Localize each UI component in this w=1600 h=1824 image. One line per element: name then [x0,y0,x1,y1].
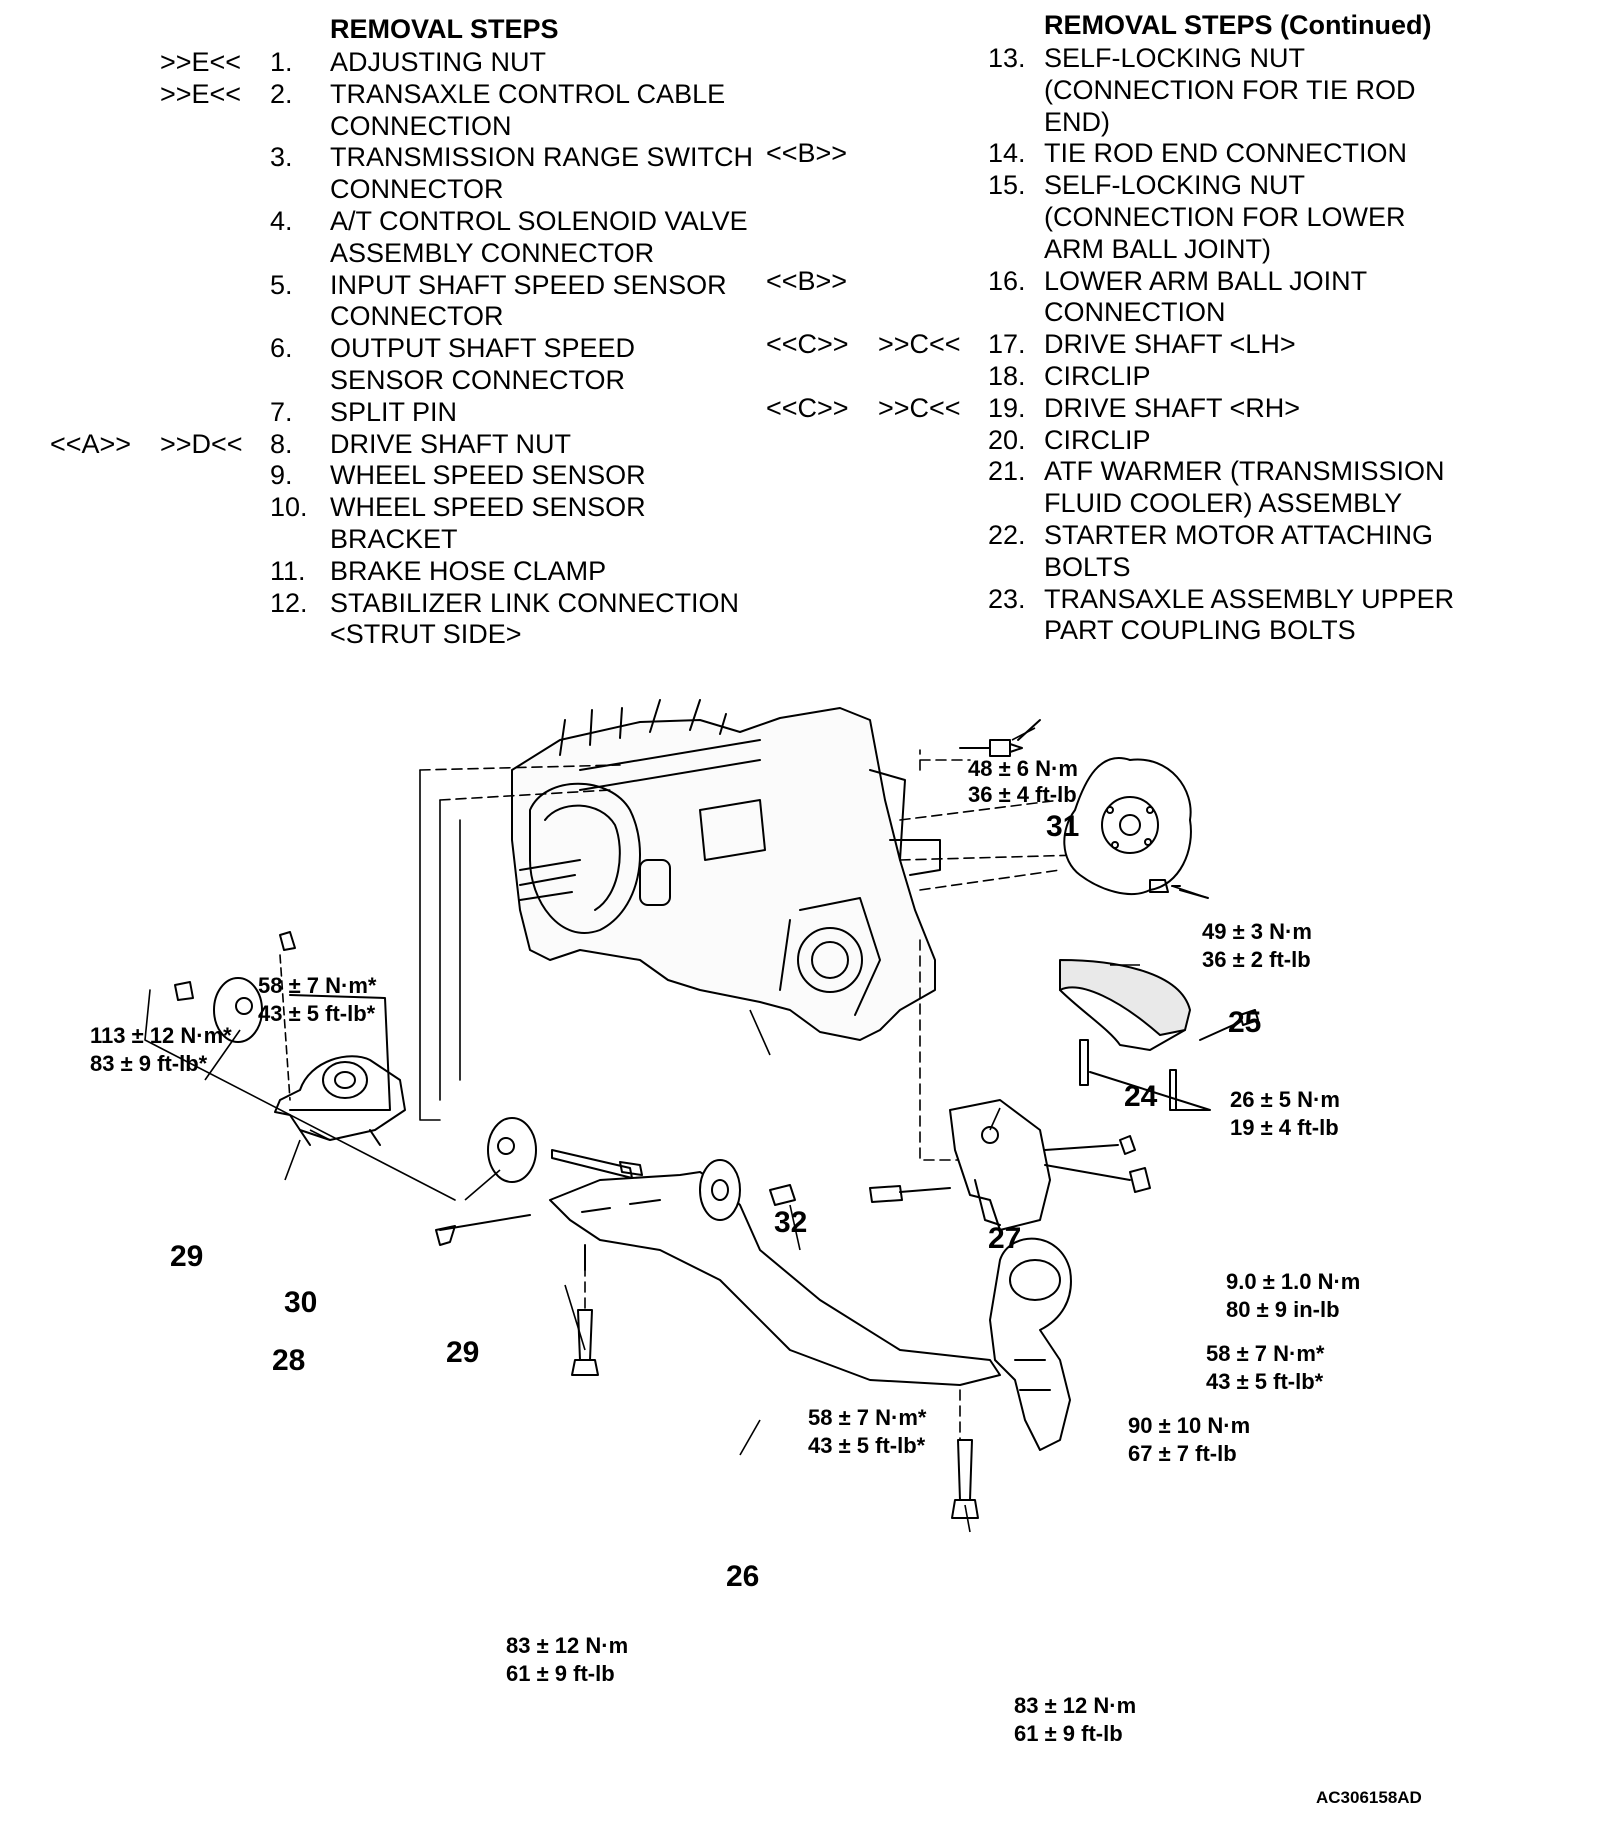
step-number: 11. [270,555,306,586]
step-number: 14. [988,138,1026,169]
left-mount-insulator [274,994,406,1146]
step-text: WHEEL SPEED SENSOR [330,460,646,491]
step-text: TRANSMISSION RANGE SWITCH [330,142,754,173]
step-text: A/T CONTROL SOLENOID VALVE [330,206,748,236]
step-ref-b: >>C<< [878,392,961,423]
step-number: 12. [270,587,308,618]
step-text: BRACKET [330,523,458,554]
step-ref-a: <<B>> [766,265,848,296]
step-text: INPUT SHAFT SPEED SENSOR [330,269,727,300]
step-number: 3. [270,142,293,173]
step-text: TRANSAXLE ASSEMBLY UPPER [1044,583,1455,614]
bracket-28 [144,989,456,1201]
step-text: END) [1044,106,1110,137]
step-number: 15. [988,170,1026,201]
step-text: ADJUSTING NUT [330,47,546,77]
step-text: <STRUT SIDE> [330,619,522,650]
nut-30 [279,931,296,951]
step-number: 4. [270,206,293,236]
step-text: CONNECTOR [330,301,504,332]
step-text: DRIVE SHAFT NUT [330,428,572,459]
stopper-29b [487,1117,537,1183]
step-text: STARTER MOTOR ATTACHING [1044,520,1434,550]
step-text: DRIVE SHAFT <RH> [1044,392,1301,423]
step-text: DRIVE SHAFT <LH> [1044,329,1296,360]
steps-header: REMOVAL STEPS [330,14,559,44]
step-number: 2. [270,78,293,109]
step-text: ATF WARMER (TRANSMISSION [1044,456,1445,487]
step-text: CIRCLIP [1044,424,1151,455]
cover-plate [1059,959,1259,1111]
step-text: CONNECTION [330,110,512,141]
drive-plate [959,719,1192,895]
step-number: 7. [270,396,293,427]
step-text: (CONNECTION FOR TIE ROD [1044,74,1416,105]
step-number: 16. [988,265,1026,296]
step-text: SPLIT PIN [330,396,458,427]
guide-30 [279,954,291,1101]
removal-steps-left: REMOVAL STEPS >>E<< 1. ADJUSTING NUT >>E<< 2… [0,0,760,660]
step-text: SELF-LOCKING NUT [1044,170,1306,201]
step-text: ARM BALL JOINT) [1044,233,1272,264]
step-text: BOLTS [1044,551,1131,582]
step-text: STABILIZER LINK CONNECTION [330,587,740,618]
step-text: CIRCLIP [1044,361,1151,391]
mount-bracket-27 [869,1099,1151,1231]
step-ref-a: <<C>> [766,329,849,360]
step-number: 19. [988,392,1026,423]
stopper-29a [174,977,263,1043]
step-number: 23. [988,583,1026,614]
step-ref-b: >>D<< [160,428,243,459]
bracket-lines [419,769,461,1121]
transaxle-diagram [144,699,1259,1533]
steps-header-continued: REMOVAL STEPS (Continued) [1044,10,1432,40]
step-number: 21. [988,456,1026,487]
step-text: WHEEL SPEED SENSOR [330,492,646,523]
step-text: OUTPUT SHAFT SPEED [330,333,636,364]
step-text: SELF-LOCKING NUT [1044,43,1306,73]
guide-lines [419,749,1081,1161]
step-ref-b: >>E<< [160,47,242,77]
step-text: LOWER ARM BALL JOINT [1044,265,1368,296]
leader-lines [204,727,1209,1533]
step-number: 13. [988,43,1026,73]
step-number: 5. [270,269,293,300]
step-text: FLUID COOLER) ASSEMBLY [1044,488,1403,519]
step-text: CONNECTION [1044,297,1226,328]
crossmember-guides [584,1249,961,1441]
step-text: CONNECTOR [330,174,504,205]
step-ref-b: >>C<< [878,329,961,360]
step-number: 10. [270,492,308,523]
step-text: ASSEMBLY CONNECTOR [330,237,655,268]
engine-mount-insulator [989,1237,1072,1451]
step-text: SENSOR CONNECTOR [330,364,626,395]
step-number: 6. [270,333,293,364]
bolt-29 [551,1149,643,1179]
step-number: 17. [988,329,1026,360]
step-text: (CONNECTION FOR LOWER [1044,201,1406,232]
step-ref-a: <<C>> [766,392,849,423]
step-number: 1. [270,47,293,77]
step-text: TRANSAXLE CONTROL CABLE [330,78,726,109]
step-ref-a: <<A>> [50,428,132,459]
removal-steps-right: REMOVAL STEPS (Continued) 13. SELF-LOCKIN… [760,0,1600,660]
step-ref-b: >>E<< [160,78,242,109]
step-number: 9. [270,460,293,491]
step-number: 8. [270,428,293,459]
crossmember [435,1159,1001,1519]
step-text: PART COUPLING BOLTS [1044,615,1356,646]
step-ref-a: <<B>> [766,138,848,169]
step-text: TIE ROD END CONNECTION [1044,138,1408,169]
step-number: 22. [988,520,1026,550]
step-number: 20. [988,424,1026,455]
step-text: BRAKE HOSE CLAMP [330,555,607,586]
transaxle-assembly [511,699,941,1041]
step-number: 18. [988,361,1026,391]
